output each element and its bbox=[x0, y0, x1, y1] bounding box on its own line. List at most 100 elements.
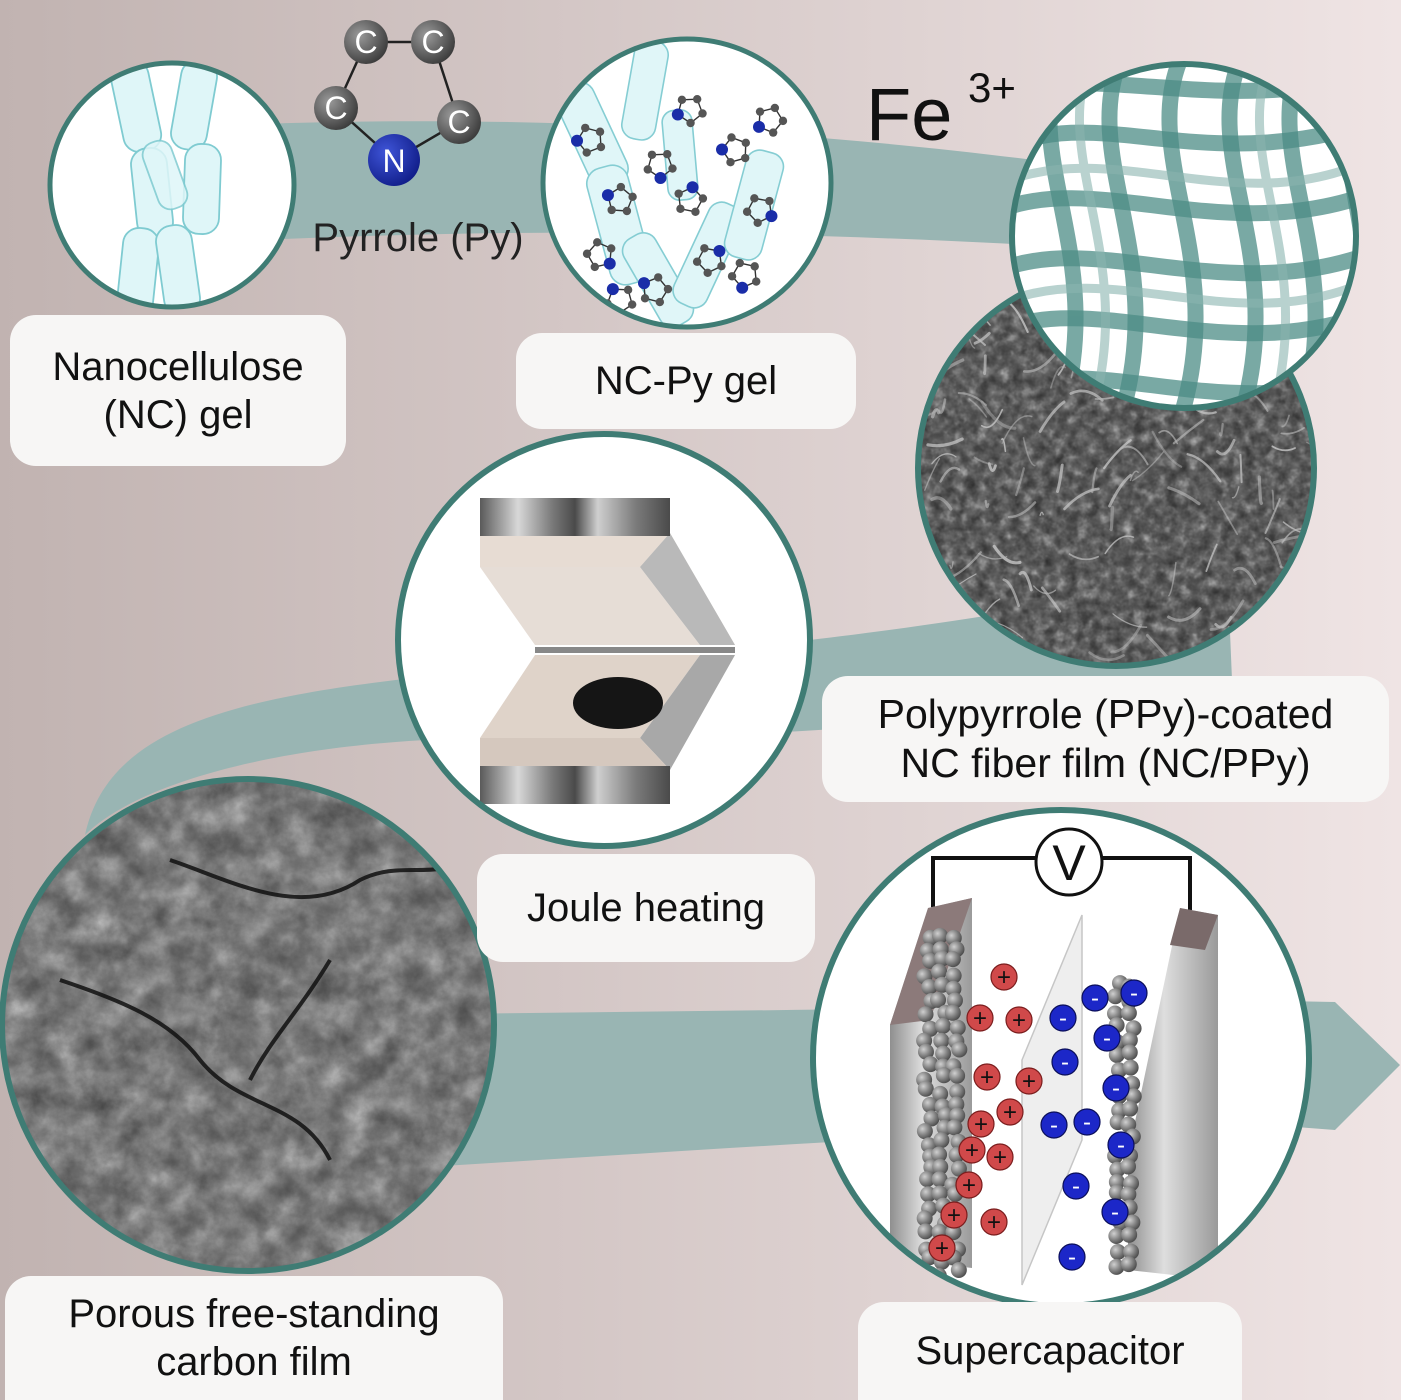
nc-ppy-label-line2: NC fiber film (NC/PPy) bbox=[900, 740, 1311, 786]
svg-text:-: - bbox=[1059, 1005, 1067, 1032]
supercapacitor-circle: +++++++++++++------------ V bbox=[810, 807, 1312, 1309]
cation: + bbox=[996, 1098, 1024, 1126]
voltmeter-label: V bbox=[1052, 835, 1086, 891]
cation: + bbox=[1015, 1067, 1043, 1095]
cation: + bbox=[940, 1201, 968, 1229]
svg-text:-: - bbox=[1130, 980, 1138, 1007]
electrode-particles-left bbox=[916, 927, 968, 1284]
atom-label-c: C bbox=[447, 104, 470, 140]
cation: + bbox=[990, 963, 1018, 991]
svg-text:-: - bbox=[1103, 1025, 1111, 1052]
svg-text:-: - bbox=[1112, 1075, 1120, 1102]
anion: - bbox=[1093, 1024, 1121, 1052]
pyrrole-molecule bbox=[601, 182, 637, 216]
svg-text:+: + bbox=[947, 1202, 961, 1229]
porous-carbon-sem-image bbox=[0, 776, 497, 1274]
fe-charge: 3+ bbox=[968, 64, 1016, 111]
pyrrole-molecule bbox=[671, 94, 707, 128]
top-electrode bbox=[480, 498, 670, 536]
anion: - bbox=[1101, 1198, 1129, 1226]
nc-ppy-label: Polypyrrole (PPy)-coated NC fiber film (… bbox=[822, 676, 1389, 802]
anion: - bbox=[1058, 1243, 1086, 1271]
anion: - bbox=[1051, 1048, 1079, 1076]
svg-text:-: - bbox=[1117, 1132, 1125, 1159]
pyrrole-label: Pyrrole (Py) bbox=[312, 216, 523, 260]
joule-heating-press-icon bbox=[480, 498, 735, 804]
nc-py-gel-label: NC-Py gel bbox=[516, 333, 856, 429]
svg-text:-: - bbox=[1072, 1173, 1080, 1200]
svg-text:+: + bbox=[935, 1235, 949, 1262]
carbon-atom bbox=[344, 20, 388, 64]
fe-symbol: Fe bbox=[866, 73, 952, 156]
cation: + bbox=[980, 1208, 1008, 1236]
svg-text:-: - bbox=[1111, 1199, 1119, 1226]
svg-text:+: + bbox=[973, 1005, 987, 1032]
cation: + bbox=[955, 1171, 983, 1199]
joule-heating-label-text: Joule heating bbox=[527, 886, 765, 930]
svg-text:-: - bbox=[1050, 1112, 1058, 1139]
nitrogen-atom bbox=[368, 134, 420, 186]
supercapacitor-label-text: Supercapacitor bbox=[915, 1329, 1185, 1373]
iron-ion-label: Fe 3+ bbox=[866, 64, 1016, 156]
svg-text:-: - bbox=[1083, 1109, 1091, 1136]
porous-carbon-label: Porous free-standing carbon film bbox=[5, 1276, 503, 1400]
nanocellulose-label: Nanocellulose (NC) gel bbox=[10, 315, 346, 466]
cation: + bbox=[967, 1110, 995, 1138]
electrolyte-ions: +++++++++++++------------ bbox=[928, 963, 1148, 1271]
nc-py-gel-label-text: NC-Py gel bbox=[594, 359, 778, 403]
anion: - bbox=[1081, 984, 1109, 1012]
anion: - bbox=[1040, 1111, 1068, 1139]
svg-text:+: + bbox=[993, 1144, 1007, 1171]
cation: + bbox=[1005, 1006, 1033, 1034]
joule-heating-label: Joule heating bbox=[477, 854, 815, 962]
nc-ppy-label-line1: Polypyrrole (PPy)-coated bbox=[877, 690, 1334, 737]
supercapacitor-label: Supercapacitor bbox=[858, 1302, 1242, 1400]
svg-text:+: + bbox=[1012, 1007, 1026, 1034]
atom-label-c: C bbox=[354, 24, 377, 60]
carbon-atom bbox=[314, 86, 358, 130]
pyrrole-molecule bbox=[637, 273, 673, 307]
cation: + bbox=[966, 1004, 994, 1032]
pyrrole-molecule bbox=[752, 103, 788, 137]
anion: - bbox=[1049, 1004, 1077, 1032]
pyrrole-molecule bbox=[582, 238, 616, 272]
voltmeter-icon: V bbox=[1034, 827, 1104, 897]
svg-text:+: + bbox=[962, 1172, 976, 1199]
atom-label-c: C bbox=[421, 24, 444, 60]
svg-text:+: + bbox=[987, 1209, 1001, 1236]
svg-text:+: + bbox=[974, 1111, 988, 1138]
porous-carbon-label-line1: Porous free-standing bbox=[68, 1292, 440, 1336]
pyrrole-molecule bbox=[742, 194, 778, 227]
pyrrole-molecule-icon: C C C C N bbox=[314, 20, 481, 186]
nanocellulose-circle bbox=[47, 60, 297, 310]
anion: - bbox=[1062, 1172, 1090, 1200]
porous-carbon-label-line2: carbon film bbox=[156, 1340, 352, 1384]
cation: + bbox=[973, 1063, 1001, 1091]
pyrrole-molecule bbox=[571, 123, 606, 157]
svg-text:+: + bbox=[997, 964, 1011, 991]
svg-text:+: + bbox=[965, 1137, 979, 1164]
electrode-particles-right bbox=[1107, 975, 1142, 1275]
svg-text:+: + bbox=[980, 1064, 994, 1091]
svg-text:-: - bbox=[1091, 985, 1099, 1012]
svg-text:+: + bbox=[1022, 1068, 1036, 1095]
nanocellulose-label-line2: (NC) gel bbox=[103, 392, 253, 437]
svg-text:-: - bbox=[1068, 1244, 1076, 1271]
atom-label-c: C bbox=[324, 90, 347, 126]
nc-py-gel-circle bbox=[540, 36, 834, 330]
sample-disc bbox=[573, 677, 663, 729]
pyrrole-molecule bbox=[692, 244, 726, 277]
pyrrole-molecule bbox=[727, 258, 761, 294]
svg-text:-: - bbox=[1061, 1049, 1069, 1076]
cation: + bbox=[958, 1136, 986, 1164]
pyrrole-molecules bbox=[571, 94, 788, 318]
anion: - bbox=[1107, 1131, 1135, 1159]
pyrrole-molecule bbox=[674, 181, 708, 217]
anion: - bbox=[1073, 1108, 1101, 1136]
carbon-atom bbox=[411, 20, 455, 64]
joule-heating-circle bbox=[395, 431, 813, 849]
cation: + bbox=[986, 1143, 1014, 1171]
atom-label-n: N bbox=[382, 143, 405, 179]
pyrrole-molecule bbox=[716, 133, 751, 167]
bottom-electrode bbox=[480, 766, 670, 804]
